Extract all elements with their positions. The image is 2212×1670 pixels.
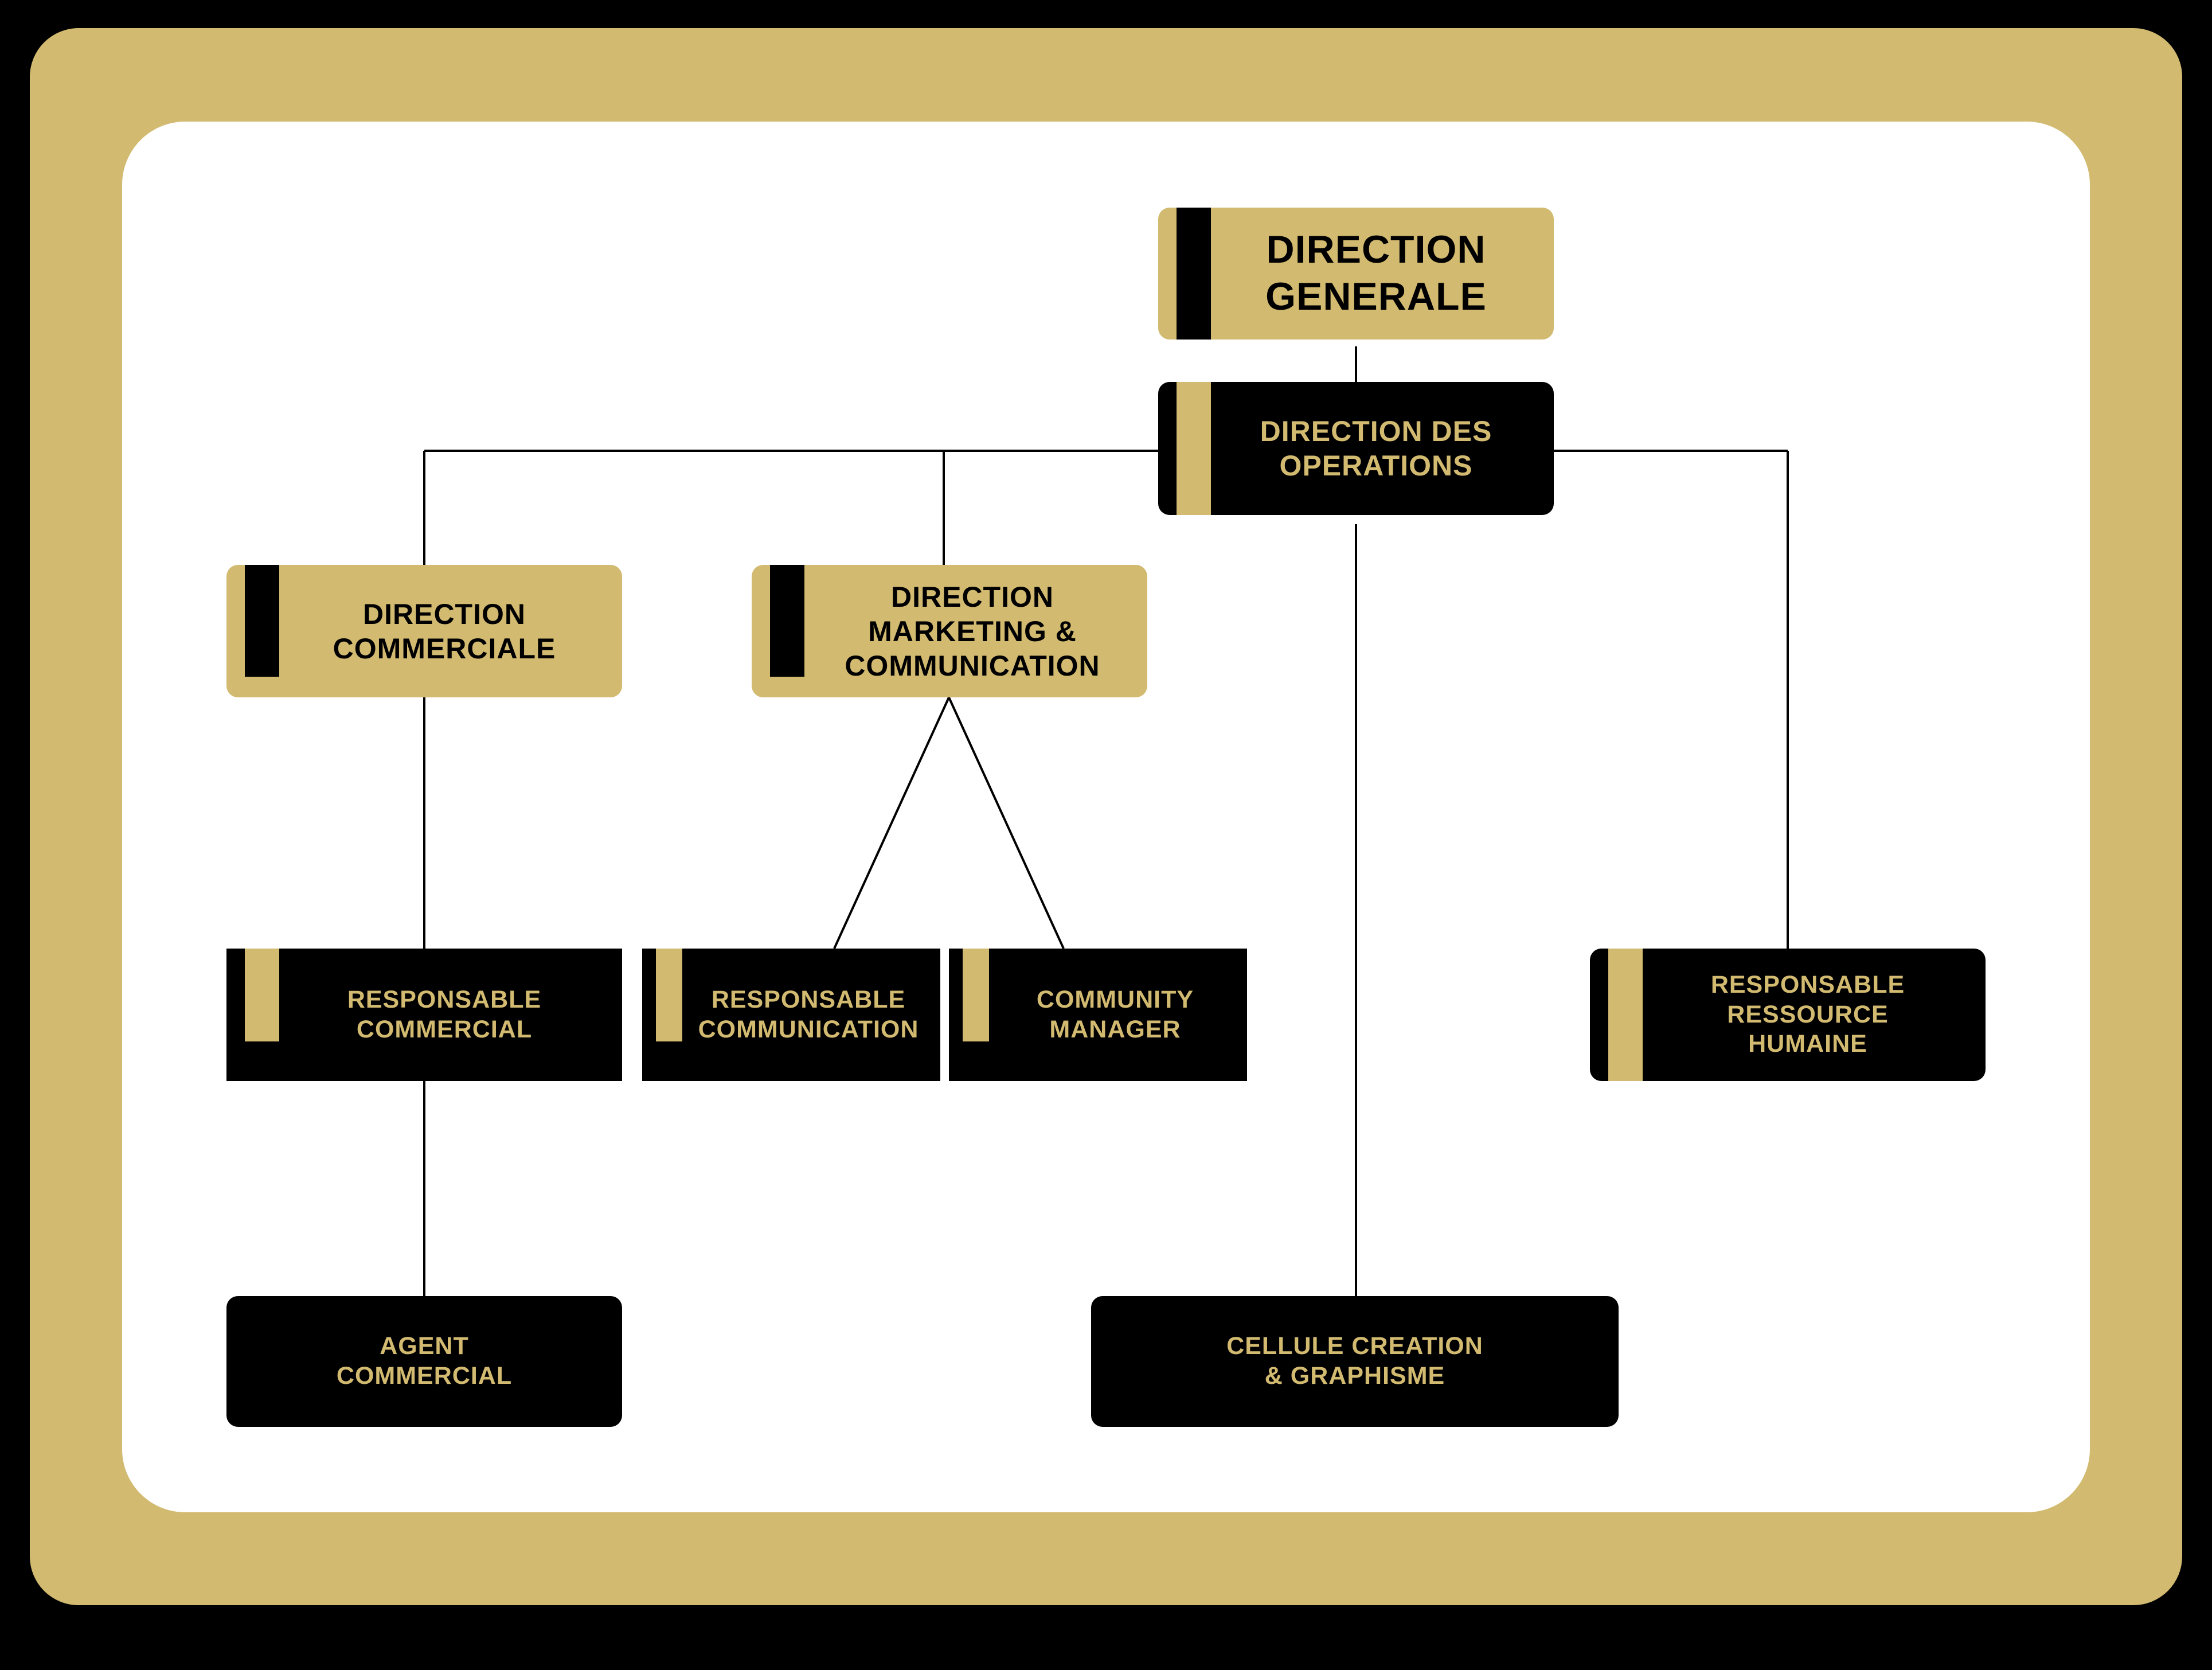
node-label: RESPONSABLE COMMUNICATION [698, 985, 919, 1043]
node-label: CELLULE CREATION & GRAPHISME [1226, 1332, 1483, 1390]
node-label: AGENT COMMERCIAL [336, 1332, 513, 1390]
node-accent-bar [770, 565, 804, 677]
diagram-canvas [122, 122, 2090, 1512]
node-accent-bar [656, 949, 682, 1041]
node-label: DIRECTION GENERALE [1265, 228, 1487, 318]
edge-marketing-to-community-manager [948, 697, 1065, 949]
node-label: DIRECTION COMMERCIALE [333, 598, 556, 665]
node-label: RESPONSABLE RESSOURCE HUMAINE [1710, 971, 1905, 1058]
node-responsable-commercial: RESPONSABLE COMMERCIAL [226, 949, 622, 1081]
node-community-manager: COMMUNITY MANAGER [949, 949, 1247, 1081]
node-label: COMMUNITY MANAGER [1036, 985, 1194, 1043]
node-direction-marketing-communication: DIRECTION MARKETING & COMMUNICATION [752, 565, 1147, 697]
node-label: DIRECTION MARKETING & COMMUNICATION [845, 580, 1100, 682]
node-direction-commerciale: DIRECTION COMMERCIALE [226, 565, 622, 697]
node-accent-bar [245, 949, 279, 1041]
node-accent-bar [1608, 949, 1643, 1081]
node-label: RESPONSABLE COMMERCIAL [347, 985, 542, 1043]
edge-marketing-to-responsable-communication [833, 697, 950, 949]
node-responsable-ressource-humaine: RESPONSABLE RESSOURCE HUMAINE [1590, 949, 1986, 1081]
node-agent-commercial: AGENT COMMERCIAL [226, 1296, 622, 1427]
node-cellule-creation-graphisme: CELLULE CREATION & GRAPHISME [1091, 1296, 1619, 1427]
node-accent-bar [1177, 208, 1211, 340]
node-accent-bar [963, 949, 989, 1041]
node-accent-bar [1177, 382, 1211, 515]
node-direction-generale: DIRECTION GENERALE [1158, 208, 1554, 340]
node-accent-bar [245, 565, 279, 677]
node-responsable-communication: RESPONSABLE COMMUNICATION [642, 949, 940, 1081]
node-direction-operations: DIRECTION DES OPERATIONS [1158, 382, 1554, 515]
node-label: DIRECTION DES OPERATIONS [1260, 415, 1492, 482]
